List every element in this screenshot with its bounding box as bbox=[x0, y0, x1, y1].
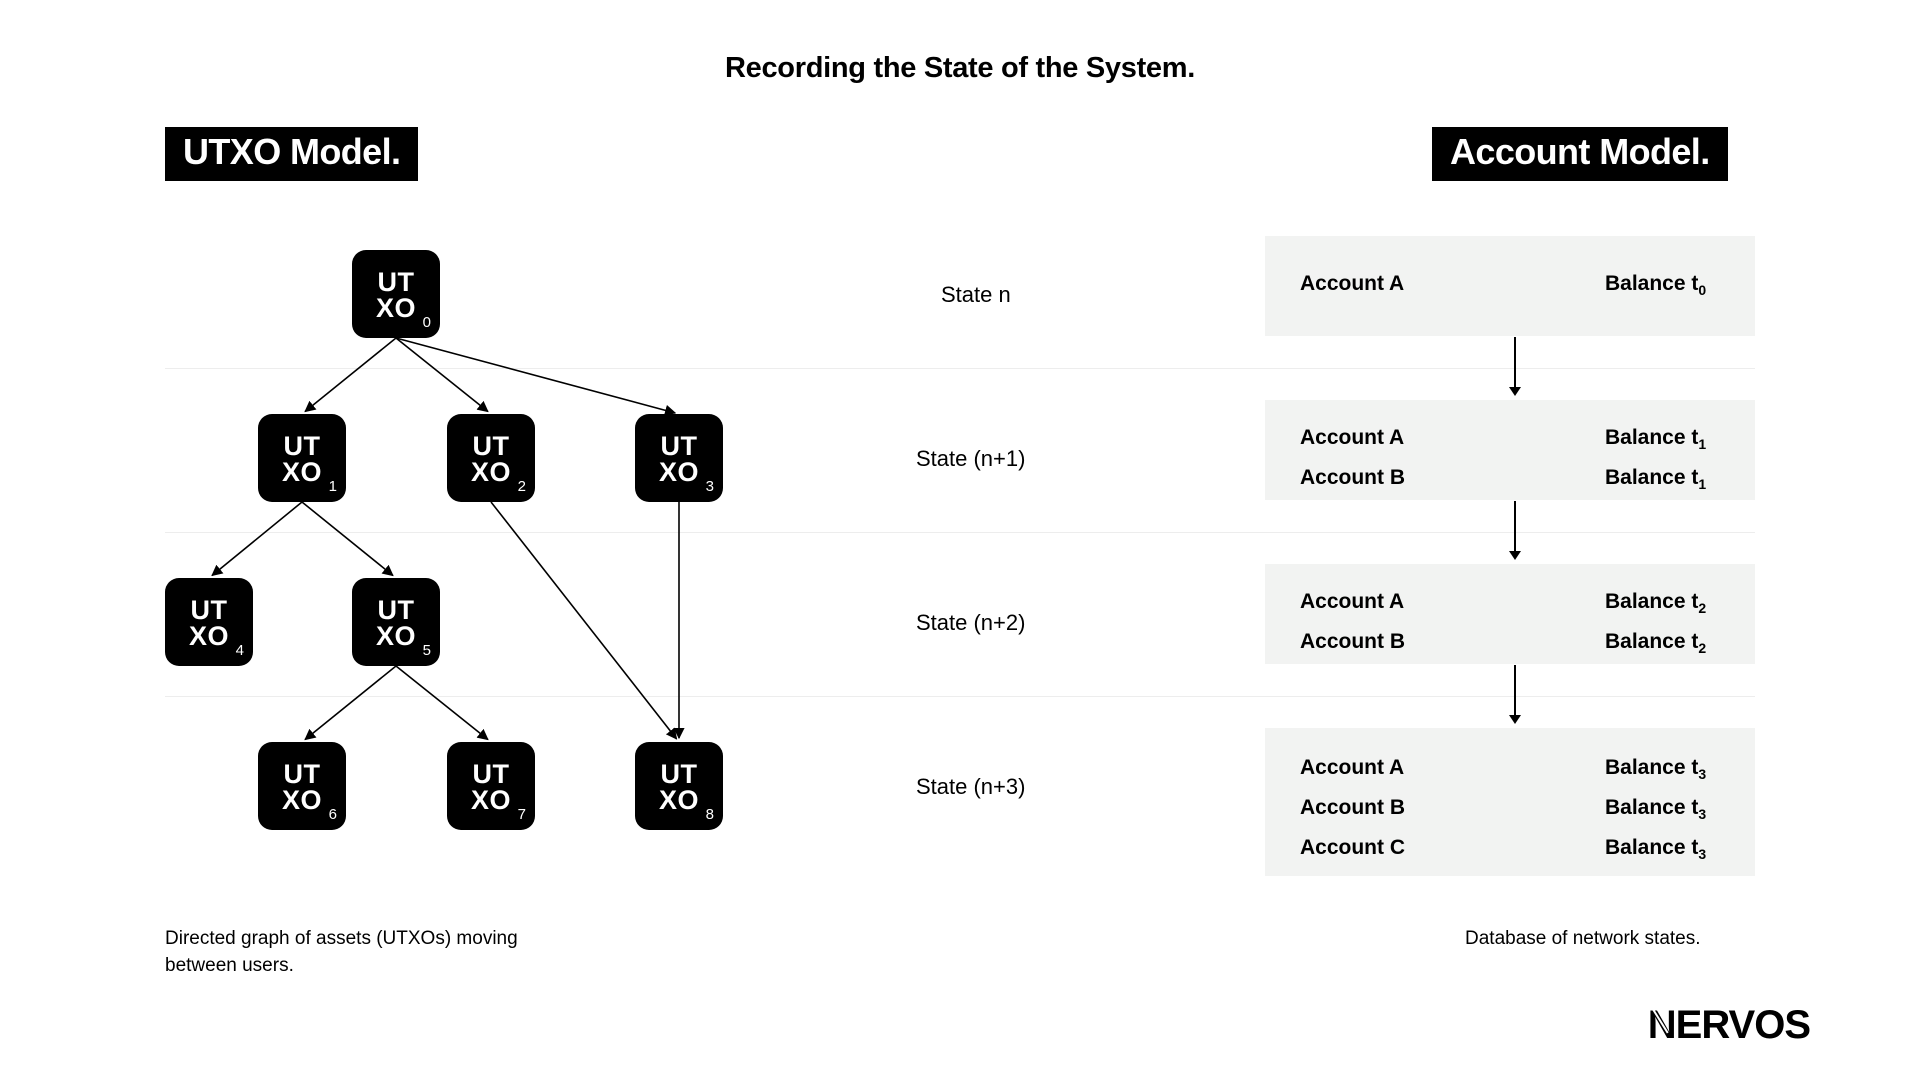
state-transition-arrow-icon bbox=[1508, 665, 1522, 727]
account-balance: Balance t1 bbox=[1605, 426, 1707, 453]
account-name: Account B bbox=[1300, 630, 1405, 653]
account-row: Account A Balance t3 bbox=[1265, 748, 1755, 788]
state-block: Account A Balance t0 bbox=[1265, 236, 1755, 336]
utxo-edge-utxo-0-to-utxo-2 bbox=[395, 337, 489, 413]
row-separator bbox=[165, 368, 1755, 369]
utxo-edge-utxo-1-to-utxo-5 bbox=[301, 501, 394, 577]
arrow-stem bbox=[1514, 665, 1516, 717]
utxo-node-line1: UT bbox=[472, 431, 510, 461]
account-row: Account A Balance t0 bbox=[1265, 264, 1755, 304]
utxo-node-line2: XO bbox=[188, 621, 229, 651]
utxo-node-subscript: 7 bbox=[517, 806, 526, 823]
state-block: Account A Balance t2 Account B Balance t2 bbox=[1265, 564, 1755, 664]
account-balance: Balance t2 bbox=[1605, 630, 1707, 657]
utxo-node-subscript: 4 bbox=[235, 642, 244, 659]
utxo-node-subscript: 5 bbox=[422, 642, 431, 659]
utxo-node-line1: UT bbox=[377, 595, 415, 625]
account-model-caption: Database of network states. bbox=[1465, 928, 1701, 949]
account-name: Account A bbox=[1300, 272, 1405, 295]
utxo-node-subscript: 0 bbox=[422, 314, 431, 331]
utxo-node-subscript: 8 bbox=[705, 806, 714, 823]
account-balance: Balance t1 bbox=[1605, 466, 1707, 493]
account-balance: Balance t0 bbox=[1605, 272, 1707, 299]
account-row: Account B Balance t2 bbox=[1265, 622, 1755, 662]
utxo-node-line1: UT bbox=[472, 759, 510, 789]
state-label-n: State n bbox=[941, 282, 1011, 307]
account-balance: Balance t3 bbox=[1605, 836, 1707, 863]
utxo-node-subscript: 1 bbox=[328, 478, 337, 495]
page-title: Recording the State of the System. bbox=[725, 52, 1195, 84]
account-name: Account C bbox=[1300, 836, 1405, 859]
utxo-model-badge: UTXO Model. bbox=[165, 127, 419, 181]
utxo-node-line1: UT bbox=[377, 267, 415, 297]
utxo-node-line2: XO bbox=[470, 457, 511, 487]
row-separator bbox=[165, 532, 1755, 533]
utxo-model-caption: Directed graph of assets (UTXOs) moving … bbox=[165, 928, 518, 976]
utxo-edge-utxo-1-to-utxo-4 bbox=[211, 501, 303, 577]
state-label-n1: State (n+1) bbox=[916, 446, 1026, 471]
nervos-logo-text: NERVOS bbox=[1647, 1003, 1811, 1047]
account-name: Account B bbox=[1300, 796, 1405, 819]
arrow-head bbox=[1509, 551, 1521, 560]
utxo-node-line2: XO bbox=[658, 785, 699, 815]
account-name: Account A bbox=[1300, 590, 1405, 613]
utxo-node-line2: XO bbox=[375, 293, 416, 323]
utxo-edge-utxo-2-to-utxo-8 bbox=[490, 501, 678, 740]
account-balance: Balance t2 bbox=[1605, 590, 1707, 617]
utxo-edge-layer bbox=[211, 337, 685, 741]
utxo-edge-utxo-5-to-utxo-7 bbox=[395, 665, 489, 741]
state-label-n3: State (n+3) bbox=[916, 774, 1026, 799]
utxo-node-line1: UT bbox=[190, 595, 228, 625]
account-row: Account A Balance t1 bbox=[1265, 418, 1755, 458]
account-balance: Balance t3 bbox=[1605, 796, 1707, 823]
account-row: Account B Balance t3 bbox=[1265, 788, 1755, 828]
utxo-edge-utxo-5-to-utxo-6 bbox=[304, 665, 397, 741]
utxo-edge-utxo-0-to-utxo-1 bbox=[304, 337, 397, 413]
utxo-node-line2: XO bbox=[658, 457, 699, 487]
arrow-head bbox=[1509, 715, 1521, 724]
utxo-node-subscript: 2 bbox=[517, 478, 526, 495]
account-model-badge: Account Model. bbox=[1432, 127, 1728, 181]
utxo-node-subscript: 6 bbox=[328, 806, 337, 823]
account-balance: Balance t3 bbox=[1605, 756, 1707, 783]
utxo-node-line1: UT bbox=[283, 431, 321, 461]
row-separator bbox=[165, 696, 1755, 697]
utxo-node-line1: UT bbox=[660, 759, 698, 789]
utxo-node-subscript: 3 bbox=[705, 478, 714, 495]
utxo-node-line2: XO bbox=[375, 621, 416, 651]
utxo-node-line2: XO bbox=[281, 457, 322, 487]
state-block: Account A Balance t1 Account B Balance t1 bbox=[1265, 400, 1755, 500]
account-name: Account A bbox=[1300, 756, 1405, 779]
utxo-node-line1: UT bbox=[283, 759, 321, 789]
nervos-logo: NERVOS bbox=[1647, 1003, 1811, 1048]
account-name: Account B bbox=[1300, 466, 1405, 489]
utxo-edge-utxo-0-to-utxo-3 bbox=[395, 337, 677, 416]
arrow-head bbox=[1509, 387, 1521, 396]
state-label-n2: State (n+2) bbox=[916, 610, 1026, 635]
account-row: Account A Balance t2 bbox=[1265, 582, 1755, 622]
arrow-stem bbox=[1514, 337, 1516, 389]
arrow-stem bbox=[1514, 501, 1516, 553]
state-transition-arrow-icon bbox=[1508, 337, 1522, 399]
logo-slash-icon bbox=[1650, 1006, 1669, 1034]
utxo-node-line2: XO bbox=[281, 785, 322, 815]
utxo-node-line2: XO bbox=[470, 785, 511, 815]
state-transition-arrow-icon bbox=[1508, 501, 1522, 563]
account-name: Account A bbox=[1300, 426, 1405, 449]
utxo-node-line1: UT bbox=[660, 431, 698, 461]
account-row: Account C Balance t3 bbox=[1265, 828, 1755, 868]
account-row: Account B Balance t1 bbox=[1265, 458, 1755, 498]
